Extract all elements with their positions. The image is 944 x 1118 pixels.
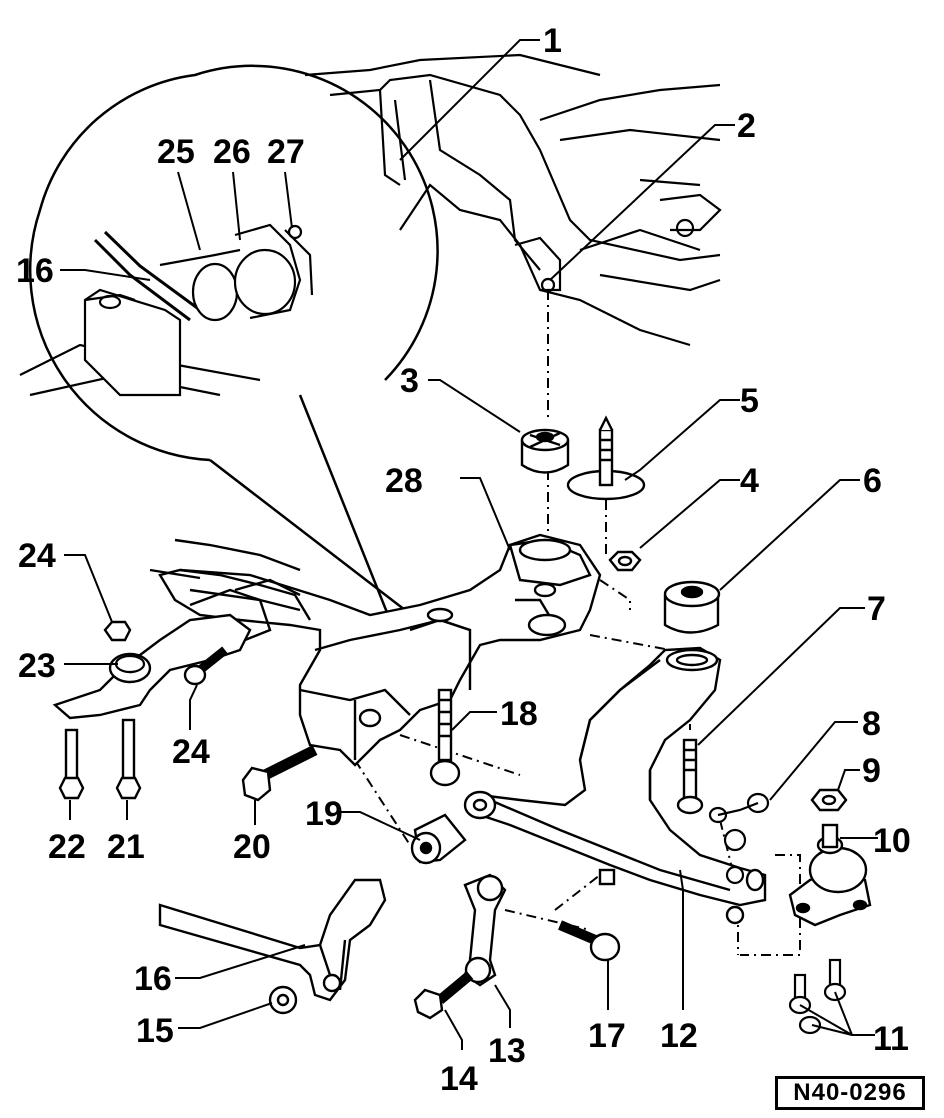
- part-10-ball-joint: [788, 823, 872, 927]
- callout-23: 23: [18, 647, 56, 685]
- callout-25: 25: [157, 133, 195, 171]
- part-17-bolt: [558, 920, 621, 962]
- part-7-bolt: [676, 738, 704, 815]
- callout-21: 21: [107, 828, 145, 866]
- callout-7: 7: [867, 590, 886, 628]
- part-24-bolt-lower: [183, 646, 228, 686]
- callout-11: 11: [873, 1020, 909, 1058]
- callout-6: 6: [863, 462, 882, 500]
- part-4-nut: [608, 550, 642, 572]
- leader-lines: [60, 39, 878, 1050]
- part-20-bolt: [241, 745, 318, 802]
- callout-3: 3: [400, 362, 419, 400]
- callout-18: 18: [500, 695, 538, 733]
- part-5-bolt-washer: [566, 415, 646, 501]
- part-15-nut: [268, 985, 298, 1015]
- part-3-bushing: [520, 428, 570, 474]
- callout-12: 12: [660, 1017, 698, 1055]
- callout-26: 26: [213, 133, 251, 171]
- vehicle-body-panel: [304, 53, 722, 347]
- callout-13: 13: [488, 1032, 526, 1070]
- part-16-stabilizer-bar: [158, 878, 387, 1002]
- part-12-control-arm: [463, 646, 767, 925]
- callout-2: 2: [737, 107, 756, 145]
- callout-19: 19: [305, 795, 343, 833]
- reference-code-box: N40-0296: [775, 1076, 925, 1110]
- part-21-bolt: [115, 718, 142, 800]
- reference-code: N40-0296: [793, 1079, 907, 1106]
- callout-14: 14: [440, 1060, 478, 1098]
- part-8-bolts: [708, 792, 770, 885]
- part-22-bolt: [58, 728, 85, 800]
- callout-4: 4: [740, 462, 759, 500]
- detail-bracket-drawing: [19, 223, 314, 397]
- part-23-washer: [114, 654, 146, 674]
- callout-labels: 1 2 3 4 5 6 7 8 9 10 11 12 13 14 15 16 1…: [16, 22, 911, 1098]
- subframe-crossmember: [149, 533, 602, 767]
- callout-16-left: 16: [16, 252, 54, 290]
- callout-24-lower: 24: [172, 733, 210, 771]
- callout-28: 28: [385, 462, 423, 500]
- callout-20: 20: [233, 828, 271, 866]
- callout-16-bottom: 16: [134, 960, 172, 998]
- callout-9: 9: [862, 752, 881, 790]
- callout-10: 10: [873, 822, 911, 860]
- part-9-nut: [810, 788, 848, 812]
- callout-22: 22: [48, 828, 86, 866]
- callout-24-top: 24: [18, 537, 56, 575]
- part-24-nut-upper: [103, 620, 132, 642]
- part-13-link: [463, 873, 507, 987]
- part-6-bushing: [663, 580, 721, 634]
- callout-27: 27: [267, 133, 305, 171]
- part-18-bolt: [429, 688, 461, 787]
- callout-8: 8: [862, 705, 881, 743]
- callout-1: 1: [543, 22, 562, 60]
- callout-15: 15: [136, 1012, 174, 1050]
- callout-5: 5: [740, 382, 759, 420]
- callout-17: 17: [588, 1017, 626, 1055]
- detail-magnifier: [29, 64, 439, 621]
- part-14-bolt: [413, 971, 474, 1020]
